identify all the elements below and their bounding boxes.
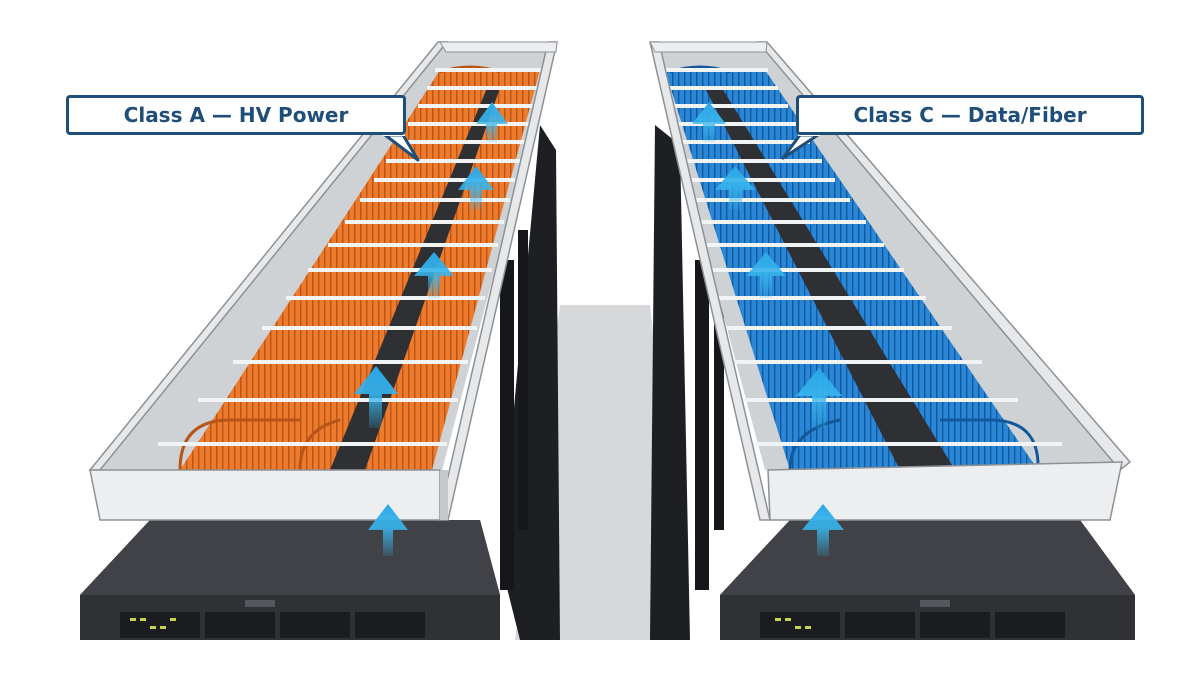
left-cable-tray xyxy=(88,41,558,521)
left-rack-drive-bays xyxy=(120,612,425,638)
airflow-arrows xyxy=(354,102,844,556)
up-arrow-icon xyxy=(368,504,408,556)
up-arrow-icon xyxy=(458,166,494,210)
up-arrow-icon xyxy=(715,166,755,210)
up-arrow-icon xyxy=(414,252,454,298)
up-arrow-icon xyxy=(796,368,842,428)
class-c-data-fiber-label: Class C — Data/Fiber xyxy=(796,95,1144,135)
up-arrow-icon xyxy=(354,366,398,428)
up-arrow-icon xyxy=(476,102,508,142)
up-arrow-icon xyxy=(692,102,726,142)
left-tray-rungs xyxy=(158,68,542,446)
class-a-hv-power-label: Class A — HV Power xyxy=(66,95,406,135)
right-tray-rungs xyxy=(660,68,1062,446)
up-arrow-icon xyxy=(802,504,844,556)
right-cable-tray xyxy=(649,41,1132,521)
right-rack-drive-bays xyxy=(760,612,1065,638)
left-server-rack-row xyxy=(80,125,560,640)
up-arrow-icon xyxy=(746,252,786,298)
